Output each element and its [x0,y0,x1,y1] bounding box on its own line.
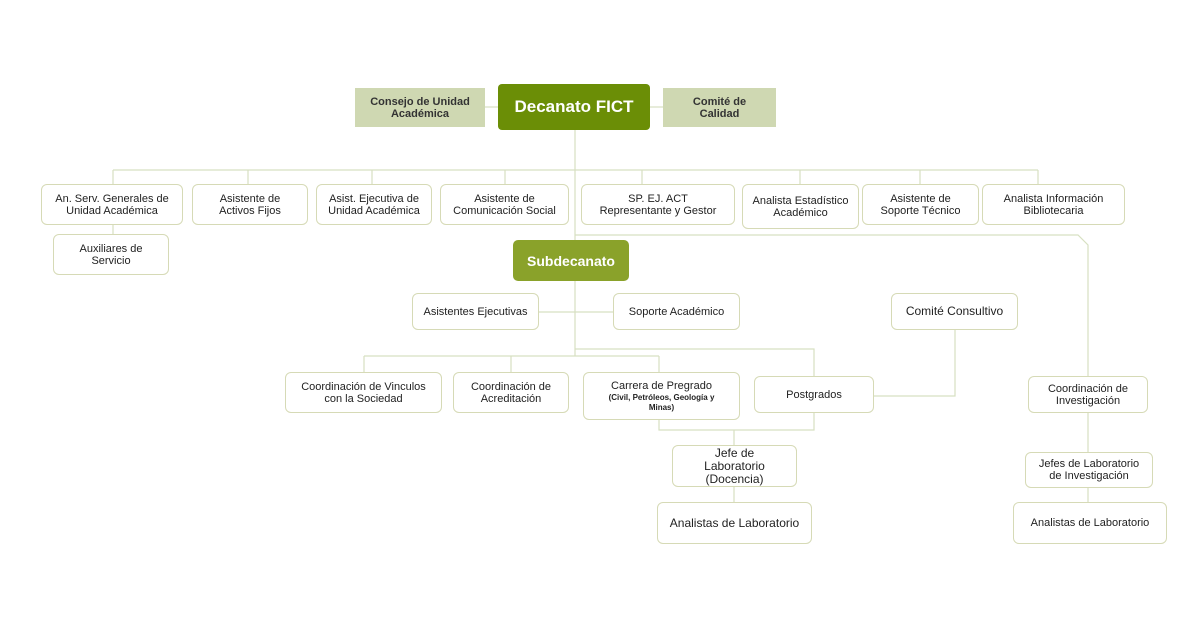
auxiliaries-label: Auxiliares de Servicio [79,242,143,267]
executive-assistant-label: Asist. Ejecutiva de Unidad Académica [328,192,420,217]
postgraduate-label: Postgrados [786,388,842,401]
research-coordination-box: Coordinación de Investigación [1028,376,1148,413]
undergraduate-detail: (Civil, Petróleos, Geología y Minas) [608,392,715,412]
quality-committee-label: Comité de Calidad [692,95,747,120]
statistical-analyst-label: Analista Estadístico Académico [752,194,849,219]
auxiliaries-box: Auxiliares de Servicio [53,234,169,275]
undergraduate-title: Carrera de Pregrado [611,379,712,392]
council-box: Consejo de Unidad Académica [355,88,485,127]
fixed-assets-label: Asistente de Activos Fijos [219,192,281,217]
linkage-coordination-box: Coordinación de Vinculos con la Sociedad [285,372,442,413]
representative-label: SP. EJ. ACT Representante y Gestor [599,192,717,217]
lab-head-teaching-label: Jefe de Laboratorio (Docencia) [704,445,765,486]
subdean-label: Subdecanato [527,252,615,269]
communication-box: Asistente de Comunicación Social [440,184,569,225]
subdean-box: Subdecanato [513,240,629,281]
exec-assistants-box: Asistentes Ejecutivas [412,293,539,330]
research-coordination-label: Coordinación de Investigación [1047,382,1129,407]
quality-committee-box: Comité de Calidad [663,88,776,127]
representative-box: SP. EJ. ACT Representante y Gestor [581,184,735,225]
executive-assistant-box: Asist. Ejecutiva de Unidad Académica [316,184,432,225]
council-label: Consejo de Unidad Académica [370,95,470,120]
lab-head-teaching-box: Jefe de Laboratorio (Docencia) [672,445,797,487]
tech-support-label: Asistente de Soporte Técnico [880,192,961,217]
communication-label: Asistente de Comunicación Social [453,192,556,217]
lab-analysts-left-label: Analistas de Laboratorio [669,515,800,530]
library-analyst-label: Analista Información Bibliotecaria [1003,192,1104,217]
fixed-assets-box: Asistente de Activos Fijos [192,184,308,225]
general-services-label: An. Serv. Generales de Unidad Académica [55,192,169,217]
dean-label: Decanato FICT [514,97,634,116]
accreditation-coordination-label: Coordinación de Acreditación [470,380,552,405]
tech-support-box: Asistente de Soporte Técnico [862,184,979,225]
statistical-analyst-box: Analista Estadístico Académico [742,184,859,229]
advisory-committee-box: Comité Consultivo [891,293,1018,330]
lab-analysts-right-label: Analistas de Laboratorio [1030,517,1150,529]
lab-analysts-right-box: Analistas de Laboratorio [1013,502,1167,544]
dean-box: Decanato FICT [498,84,650,130]
accreditation-coordination-box: Coordinación de Acreditación [453,372,569,413]
lab-heads-research-box: Jefes de Laboratorio de Investigación [1025,452,1153,488]
lab-analysts-left-box: Analistas de Laboratorio [657,502,812,544]
linkage-coordination-label: Coordinación de Vinculos con la Sociedad [301,380,426,405]
library-analyst-box: Analista Información Bibliotecaria [982,184,1125,225]
postgraduate-box: Postgrados [754,376,874,413]
academic-support-box: Soporte Académico [613,293,740,330]
undergraduate-box: Carrera de Pregrado (Civil, Petróleos, G… [583,372,740,420]
academic-support-label: Soporte Académico [628,305,725,318]
exec-assistants-label: Asistentes Ejecutivas [423,305,528,318]
advisory-committee-label: Comité Consultivo [905,304,1004,318]
general-services-box: An. Serv. Generales de Unidad Académica [41,184,183,225]
lab-heads-research-label: Jefes de Laboratorio de Investigación [1038,458,1140,482]
